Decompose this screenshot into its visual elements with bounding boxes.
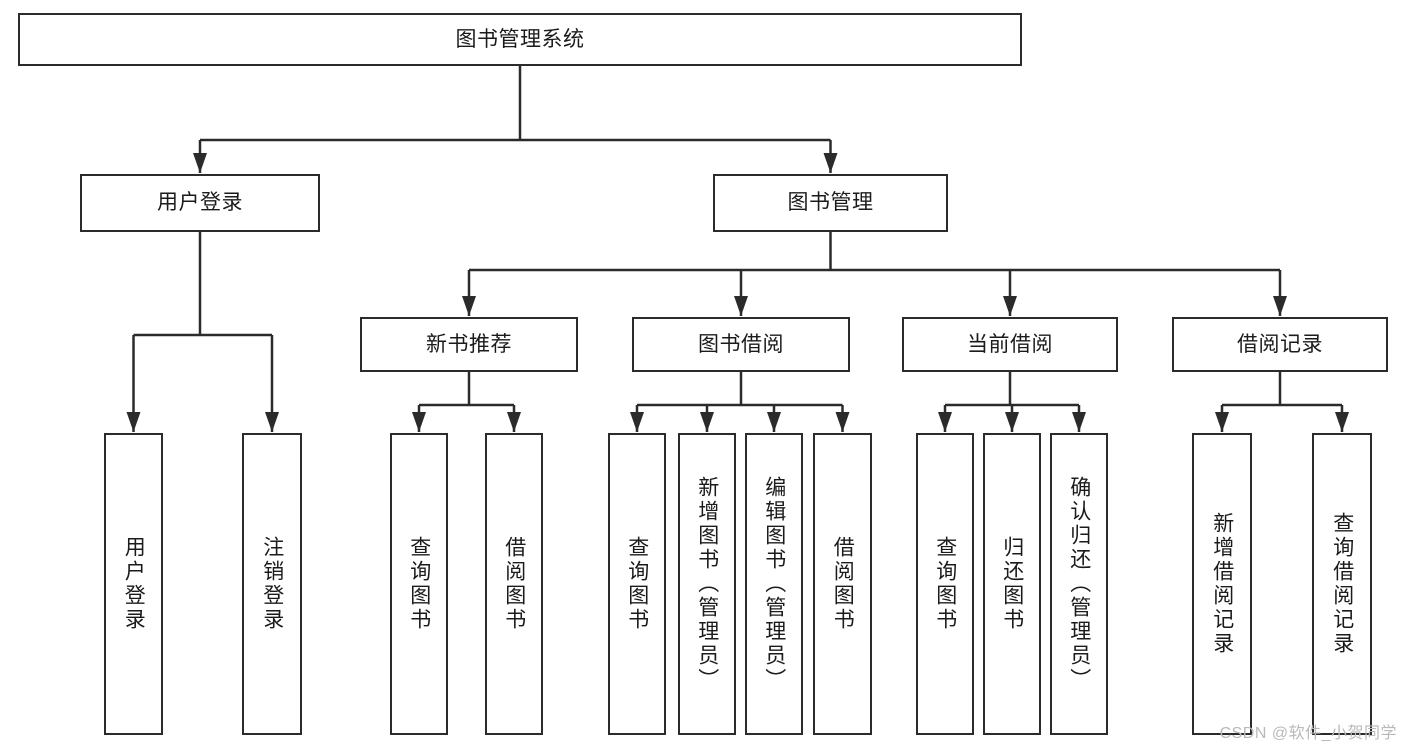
node-borrow[interactable]: 图书借阅 bbox=[632, 317, 850, 372]
arrowhead-icon bbox=[1005, 412, 1019, 432]
node-leaf-11[interactable]: 确认归还（管理员） bbox=[1050, 433, 1108, 735]
node-leaf-4[interactable]: 借阅图书 bbox=[485, 433, 543, 735]
node-leaf-3[interactable]: 查询图书 bbox=[390, 433, 448, 735]
node-label: 编辑图书（管理员） bbox=[762, 476, 786, 692]
node-label: 用户登录 bbox=[157, 191, 243, 215]
arrowhead-icon bbox=[507, 412, 521, 432]
arrowhead-icon bbox=[938, 412, 952, 432]
arrowhead-icon bbox=[734, 296, 748, 316]
node-leaf-12[interactable]: 新增借阅记录 bbox=[1192, 433, 1252, 735]
node-label: 查询图书 bbox=[625, 536, 649, 632]
node-leaf-6[interactable]: 新增图书（管理员） bbox=[678, 433, 736, 735]
node-label: 归还图书 bbox=[1000, 536, 1024, 632]
node-label: 查询图书 bbox=[933, 536, 957, 632]
node-label: 图书管理 bbox=[787, 191, 874, 215]
arrowhead-icon bbox=[823, 153, 838, 173]
node-label: 新增借阅记录 bbox=[1210, 512, 1234, 656]
node-leaf-1[interactable]: 用户登录 bbox=[104, 433, 163, 735]
node-label: 新书推荐 bbox=[426, 332, 512, 356]
node-leaf-9[interactable]: 查询图书 bbox=[916, 433, 974, 735]
arrowhead-icon bbox=[126, 412, 141, 432]
node-current[interactable]: 当前借阅 bbox=[902, 317, 1118, 372]
arrowhead-icon bbox=[193, 153, 207, 173]
node-records[interactable]: 借阅记录 bbox=[1172, 317, 1388, 372]
arrowhead-icon bbox=[1335, 412, 1349, 432]
node-label: 查询图书 bbox=[407, 536, 431, 632]
node-label: 借阅记录 bbox=[1237, 332, 1323, 356]
arrowhead-icon bbox=[412, 412, 426, 432]
node-leaf-13[interactable]: 查询借阅记录 bbox=[1312, 433, 1372, 735]
node-leaf-10[interactable]: 归还图书 bbox=[983, 433, 1041, 735]
arrowhead-icon bbox=[630, 412, 644, 432]
arrowhead-icon bbox=[767, 412, 781, 432]
arrowhead-icon bbox=[1072, 412, 1086, 432]
node-leaf-2[interactable]: 注销登录 bbox=[242, 433, 302, 735]
arrowhead-icon bbox=[700, 412, 714, 432]
node-label: 借阅图书 bbox=[831, 536, 855, 632]
arrowhead-icon bbox=[265, 412, 279, 432]
node-newbook[interactable]: 新书推荐 bbox=[360, 317, 578, 372]
arrowhead-icon bbox=[1003, 296, 1017, 316]
node-leaf-8[interactable]: 借阅图书 bbox=[813, 433, 872, 735]
node-label: 查询借阅记录 bbox=[1330, 512, 1354, 656]
node-label: 用户登录 bbox=[122, 536, 146, 632]
node-login[interactable]: 用户登录 bbox=[80, 174, 320, 232]
arrowhead-icon bbox=[462, 296, 476, 316]
node-label: 注销登录 bbox=[260, 536, 284, 632]
node-label: 图书管理系统 bbox=[455, 27, 585, 51]
node-root[interactable]: 图书管理系统 bbox=[18, 13, 1022, 66]
node-label: 图书借阅 bbox=[698, 332, 784, 356]
arrowhead-icon bbox=[835, 412, 850, 432]
node-leaf-7[interactable]: 编辑图书（管理员） bbox=[745, 433, 803, 735]
arrowhead-icon bbox=[1215, 412, 1229, 432]
watermark: CSDN @软件_小贺同学 bbox=[1219, 725, 1397, 742]
node-label: 确认归还（管理员） bbox=[1067, 476, 1091, 692]
node-label: 借阅图书 bbox=[502, 536, 526, 632]
node-bookmgmt[interactable]: 图书管理 bbox=[713, 174, 948, 232]
node-label: 新增图书（管理员） bbox=[695, 476, 719, 692]
node-label: 当前借阅 bbox=[967, 332, 1053, 356]
node-leaf-5[interactable]: 查询图书 bbox=[608, 433, 666, 735]
arrowhead-icon bbox=[1273, 296, 1287, 316]
